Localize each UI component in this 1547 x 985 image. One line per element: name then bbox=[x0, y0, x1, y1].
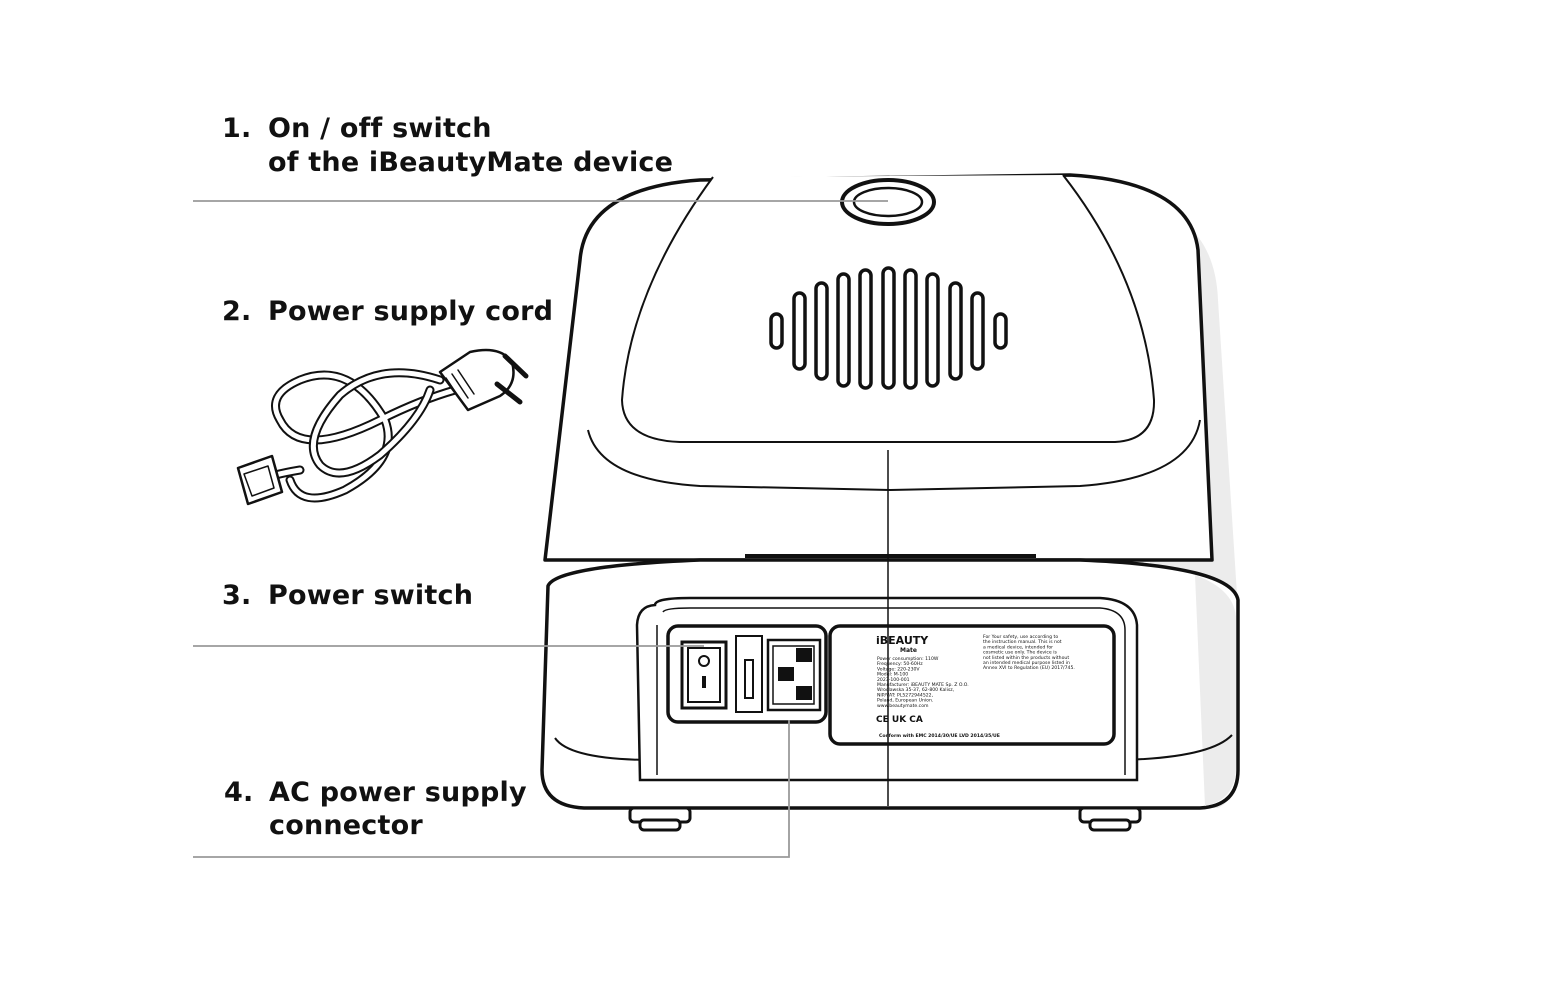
callout-2-line1: Power supply cord bbox=[268, 295, 553, 329]
plate-safety-line: a medical device, intended for bbox=[983, 644, 1053, 650]
callout-2-number: 2. bbox=[222, 295, 251, 329]
device-feet bbox=[630, 808, 1140, 830]
plate-safety-line: cosmetic use only. The device is bbox=[983, 650, 1057, 656]
on-off-button-inner bbox=[854, 188, 922, 216]
plate-safety-line: not listed within the products without bbox=[983, 655, 1069, 661]
callout-3-line1: Power switch bbox=[268, 579, 473, 613]
plate-spec-line: NIP/VAT: PL5272944522, bbox=[877, 692, 934, 698]
callout-3-number: 3. bbox=[222, 579, 251, 613]
callout-4-line2: connector bbox=[269, 809, 423, 843]
plate-safety-line: the instruction manual. This is not bbox=[983, 639, 1062, 645]
plate-spec-line: Voltage: 220-230V bbox=[877, 666, 920, 672]
plate-conformity: Conform with EMC 2014/30/UE LVD 2014/35/… bbox=[879, 733, 1000, 739]
plate-spec-line: Poland, European Union. bbox=[877, 698, 933, 704]
callout-1-number: 1. bbox=[222, 112, 251, 146]
rating-plate bbox=[830, 626, 1114, 744]
callout-1-line2: of the iBeautyMate device bbox=[268, 146, 673, 180]
plate-spec-line: Model: M-100 bbox=[877, 672, 908, 678]
plate-brand-sub: Mate bbox=[900, 647, 917, 654]
plate-safety-line: an intended medical purpose listed in bbox=[983, 660, 1070, 666]
plate-spec-line: www.beautymate.com bbox=[877, 703, 929, 709]
callout-4-number: 4. bbox=[224, 776, 253, 810]
plate-brand: iBEAUTY bbox=[876, 634, 929, 647]
plate-spec-line: 2023-100-001 bbox=[877, 677, 910, 683]
plate-safety-line: For Your safety, use according to bbox=[983, 634, 1058, 640]
callout-1-line1: On / off switch bbox=[268, 112, 492, 146]
power-cord-image bbox=[238, 350, 526, 504]
plate-spec-line: Frequency: 50-60Hz bbox=[877, 661, 923, 667]
plate-spec-line: Power consumption: 110W bbox=[877, 656, 939, 662]
plate-marks: CE UK CA bbox=[876, 715, 923, 725]
plate-spec-line: Manufacturer: iBEAUTY MATE Sp. Z O.O. bbox=[877, 682, 969, 688]
callout-4-line1: AC power supply bbox=[269, 776, 527, 810]
plate-safety-line: Annex XVI to Regulation (EU) 2017/745. bbox=[983, 665, 1075, 671]
